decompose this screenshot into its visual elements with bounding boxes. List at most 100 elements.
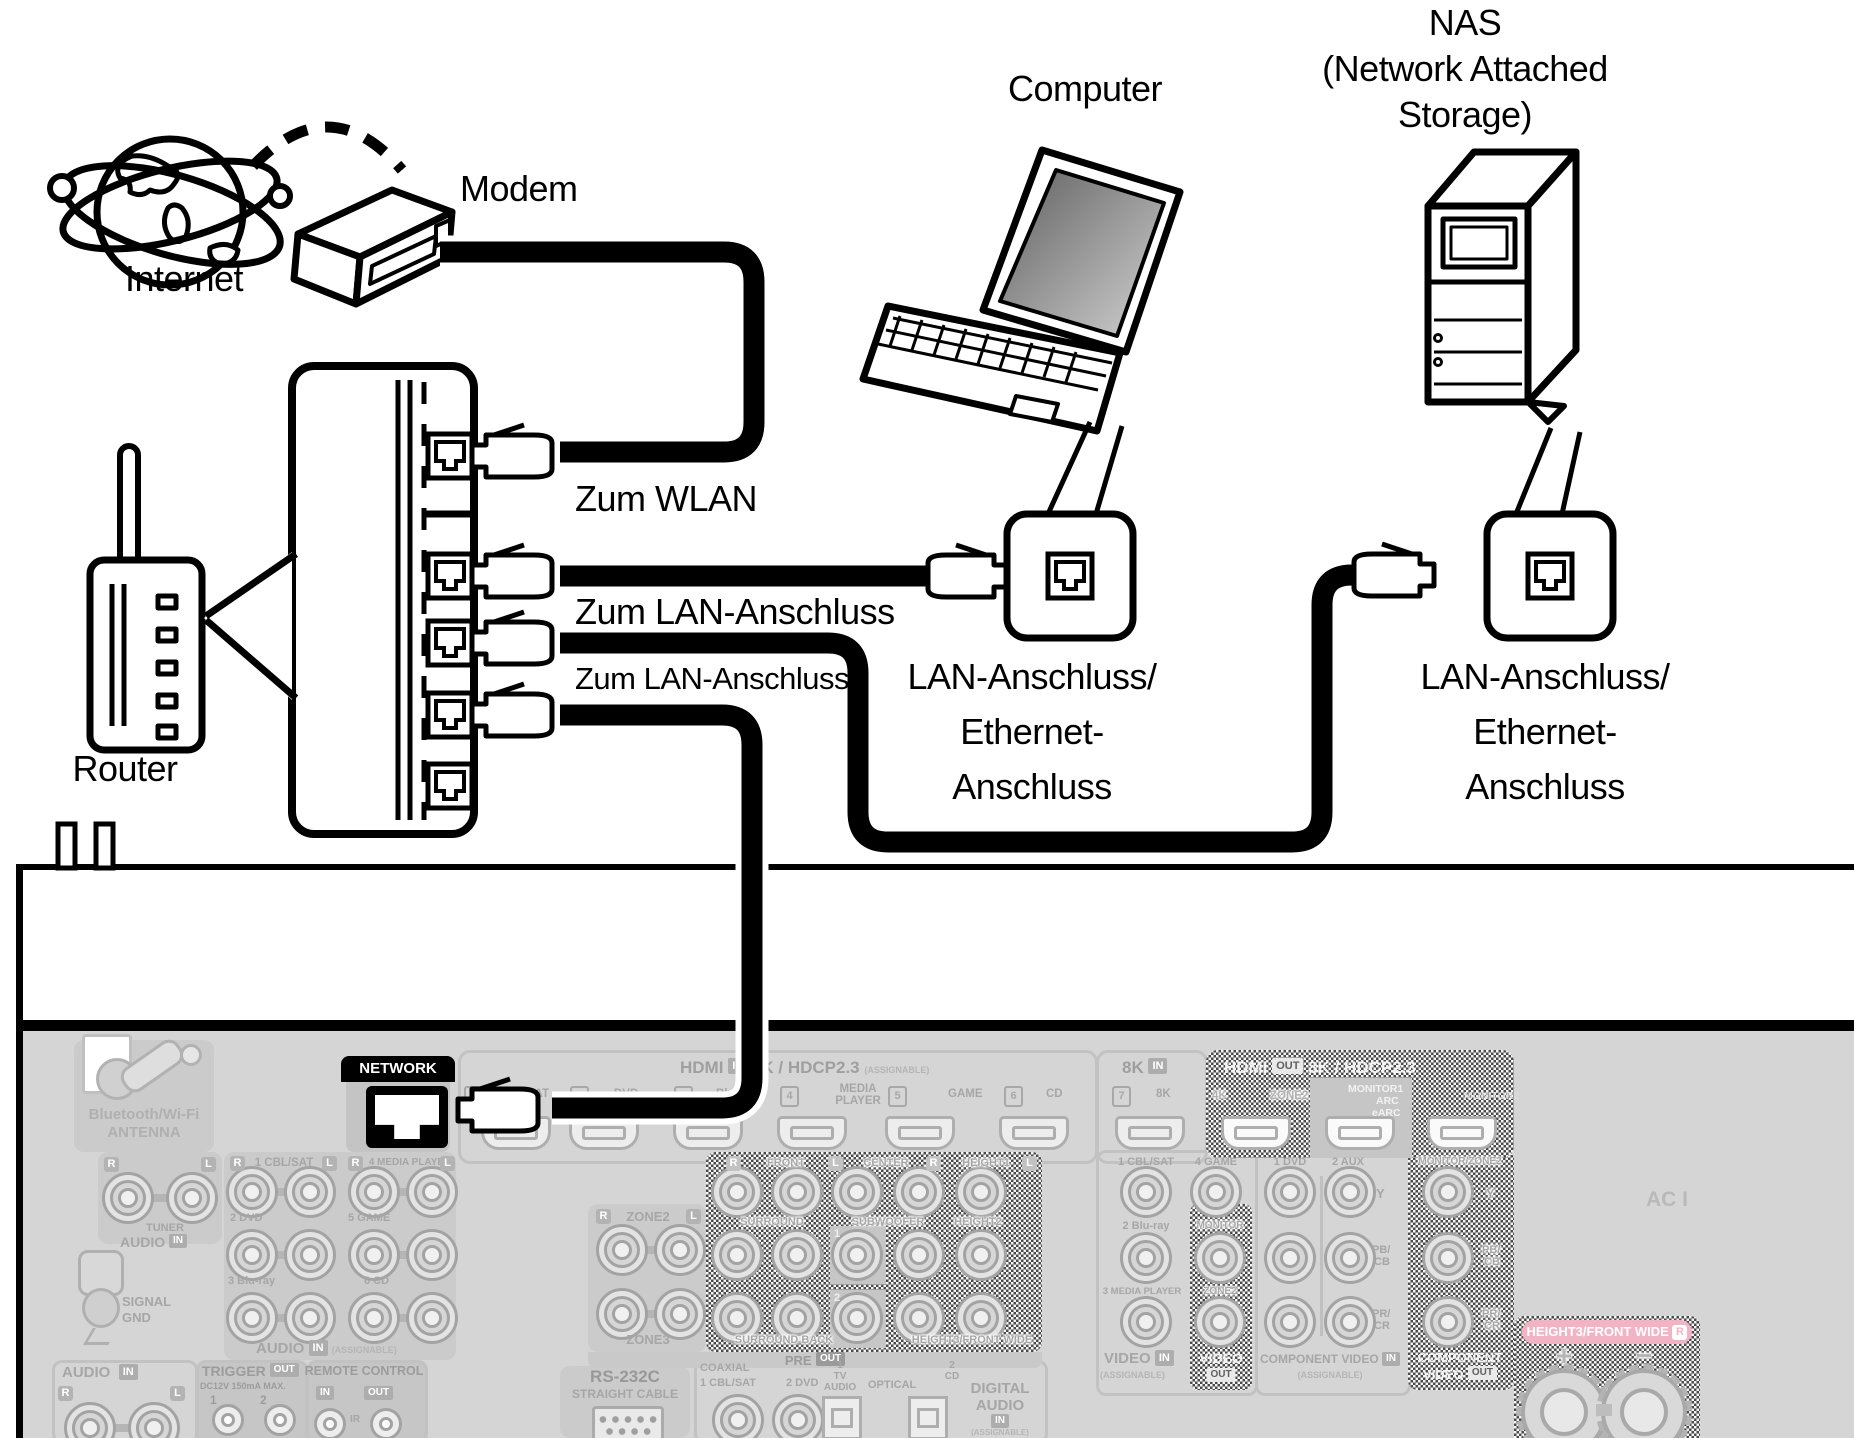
preout-jack (955, 1166, 1007, 1218)
hdmi-port (777, 1116, 847, 1150)
tv-audio-num: 1 (837, 1360, 843, 1371)
audio-jack (226, 1166, 278, 1218)
hdmi-in-6-label: CD (1046, 1088, 1063, 1100)
ac-in-label: AC I (1646, 1188, 1688, 1211)
coax-2-label: 2 DVD (786, 1377, 819, 1389)
video-jack (1194, 1296, 1246, 1348)
audio-in4-label: 5 GAME (348, 1212, 391, 1224)
audio-jack (406, 1229, 458, 1281)
subwoofer-label: SUBWOOFER (851, 1216, 925, 1228)
hdmi-in-1-label: CBL/SAT (500, 1088, 549, 1100)
audio-l1-badge: L (322, 1156, 337, 1171)
tv-label: TV (833, 1371, 847, 1382)
phono-jack-l (128, 1402, 180, 1438)
trigger-2: 2 (260, 1393, 267, 1407)
audio-jack (406, 1292, 458, 1344)
computer-plug (928, 545, 1008, 597)
nas-plug (1354, 544, 1434, 596)
preout-jack (893, 1292, 945, 1344)
video-jack (1120, 1166, 1172, 1218)
nas-icon (1424, 148, 1580, 425)
height1-label: HEIGHT1 (962, 1157, 1010, 1169)
hdmi-in-2-badge: 2 (570, 1086, 589, 1107)
rs232-sub-label: STRAIGHT CABLE (572, 1387, 678, 1401)
nas-port-label-1: LAN-Anschluss/ (1420, 656, 1670, 697)
chassis-top-line (16, 864, 1854, 870)
video-jack (1120, 1232, 1172, 1284)
preout-bar: PRE OUT (588, 1352, 1042, 1368)
lan-port-3 (428, 693, 472, 737)
nas-title-line2: (Network Attached (1322, 48, 1608, 89)
preout-front-l-badge: L (828, 1156, 843, 1171)
lan3-plug (472, 684, 552, 736)
computer-port-label-3: Anschluss (952, 766, 1112, 807)
remote-header: REMOTE CONTROL (304, 1364, 424, 1378)
panel-top-band (16, 1020, 1854, 1031)
comp-out-t2: VIDEO OUT (1423, 1366, 1498, 1384)
trigger-jack-1 (212, 1404, 244, 1436)
network-label: NETWORK (359, 1060, 437, 1077)
signal-gnd-line2: GND (122, 1310, 151, 1325)
preout-height1-l-badge: L (1022, 1156, 1037, 1171)
audio-jack (284, 1229, 336, 1281)
binding-post-minus (1596, 1364, 1692, 1438)
comp-jack (1264, 1166, 1316, 1218)
subwoofer1-num: 1 (834, 1228, 841, 1240)
video-in2-label: 4 GAME (1194, 1156, 1238, 1168)
comp-jack (1264, 1232, 1316, 1284)
network-label-box: NETWORK (341, 1056, 455, 1082)
audio-jack (284, 1292, 336, 1344)
remote-jack-in (314, 1408, 346, 1438)
preout-jack (893, 1229, 945, 1281)
video-jack (1120, 1296, 1172, 1348)
hdmi-in-3-badge: 3 (674, 1086, 693, 1107)
hdmi-out-port-zone2 (1221, 1116, 1291, 1150)
preout-jack (711, 1292, 763, 1344)
preout-jack (955, 1292, 1007, 1344)
audio-in1-label: 1 CBL/SAT (254, 1157, 314, 1169)
phono-r-badge: R (58, 1386, 73, 1401)
zone3-label: ZONE3 (626, 1332, 670, 1347)
comp-out-pr: PR/ (1482, 1308, 1501, 1320)
zone3-jack-r (596, 1288, 648, 1340)
preout-front-r-badge: R (726, 1156, 741, 1171)
binding-post-plus (1516, 1364, 1612, 1438)
hdmi-in-4-label: MEDIA PLAYER (835, 1083, 881, 1108)
coax-1-label: 1 CBL/SAT (700, 1377, 757, 1389)
optical-port-1 (822, 1396, 862, 1438)
post-link-bar (1596, 1404, 1612, 1416)
hdmi-out-port-monitor2 (1427, 1116, 1497, 1150)
remote-jack-out (370, 1408, 402, 1438)
phono-audio-in: AUDIO IN (62, 1364, 138, 1381)
tv-audio-label: AUDIO (823, 1382, 857, 1393)
surround-label: SURROUND (740, 1216, 804, 1228)
audio-jack (348, 1292, 400, 1344)
monitor2-label: MONITOR2 (1464, 1090, 1520, 1102)
internet-title: Internet (124, 258, 244, 299)
audio-l2-badge: L (440, 1156, 455, 1171)
audio-r2-badge: R (348, 1156, 363, 1171)
video-zone2-label: ZONE2 (1203, 1286, 1237, 1297)
hdmi-out-4k: 4K (1212, 1090, 1227, 1102)
comp-out-header: MONITOR/ZONE2 (1418, 1156, 1502, 1167)
comp-cb-label: CB (1374, 1256, 1390, 1268)
comp-out-cb: CB (1484, 1256, 1500, 1268)
nas-lan-callout (1483, 427, 1617, 642)
gnd-post (82, 1288, 120, 1328)
digital-assignable: (ASSIGNABLE) (971, 1428, 1029, 1437)
hdmi-out-port-monitor1 (1325, 1116, 1395, 1150)
bluetooth-label-line1: Bluetooth/Wi-Fi (88, 1106, 200, 1123)
plus-symbol: + (1555, 1340, 1573, 1371)
height3-header: HEIGHT3/FRONT WIDE R (1522, 1320, 1692, 1344)
tuner-label: TUNER (146, 1222, 184, 1234)
comp-pr-label: PR/ (1372, 1308, 1391, 1320)
audio-jack (226, 1292, 278, 1344)
optical-port-2 (908, 1396, 948, 1438)
video-out-badge: OUT (1206, 1368, 1236, 1386)
computer-title: Computer (1007, 68, 1163, 109)
trigger-jack-2 (264, 1404, 296, 1436)
audio-jack (348, 1166, 400, 1218)
computer-laptop-icon (859, 146, 1184, 435)
cable-modem-to-router (440, 241, 765, 463)
comp-pb-label: PB/ (1372, 1244, 1391, 1256)
